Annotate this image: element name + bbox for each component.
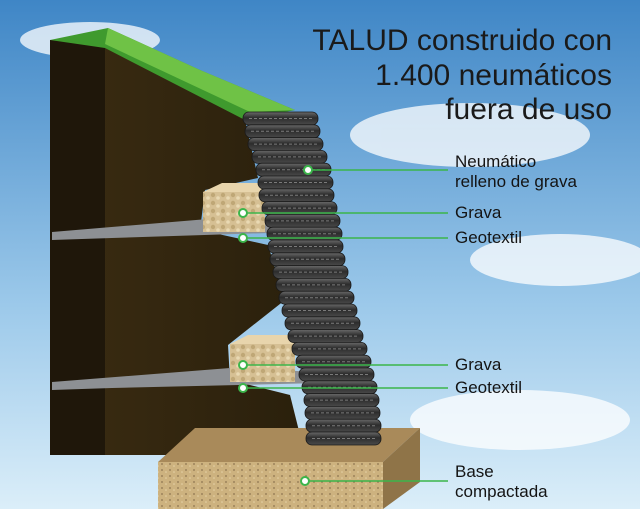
grass-highlight bbox=[105, 28, 295, 112]
title-line-2: 1.400 neumáticos bbox=[375, 58, 612, 92]
soil-cross-section bbox=[50, 40, 305, 455]
leader-dots bbox=[238, 165, 313, 486]
label-base: Base compactada bbox=[455, 462, 548, 501]
label-geotextile-top: Geotextil bbox=[455, 228, 523, 247]
label-geotextile-bottom: Geotextil bbox=[455, 378, 523, 397]
label-tire-line-1: Neumático bbox=[455, 152, 537, 171]
label-base-line-2: compactada bbox=[455, 481, 548, 501]
label-gravel-bottom: Grava bbox=[455, 355, 502, 374]
label-gravel-top: Grava bbox=[455, 203, 502, 222]
label-tire: Neumático relleno de grava bbox=[455, 152, 577, 191]
clouds bbox=[20, 22, 640, 450]
diagram-title: TALUD construido con 1.400 neumáticos fu… bbox=[252, 24, 612, 128]
title-line-1: TALUD construido con bbox=[312, 24, 612, 57]
leader-dot-tire bbox=[303, 165, 313, 175]
label-tire-line-2: relleno de grava bbox=[455, 171, 577, 191]
label-base-line-1: Base bbox=[455, 462, 494, 481]
soil-side-face bbox=[50, 40, 105, 455]
title-line-3: fuera de uso bbox=[445, 93, 612, 126]
leader-dot-gravel-top bbox=[238, 208, 248, 218]
leader-lines bbox=[243, 169, 448, 482]
leader-dot-base bbox=[300, 476, 310, 486]
leader-dot-geotextile-bottom bbox=[238, 383, 248, 393]
leader-dot-gravel-bottom bbox=[238, 360, 248, 370]
leader-dot-geotextile-top bbox=[238, 233, 248, 243]
